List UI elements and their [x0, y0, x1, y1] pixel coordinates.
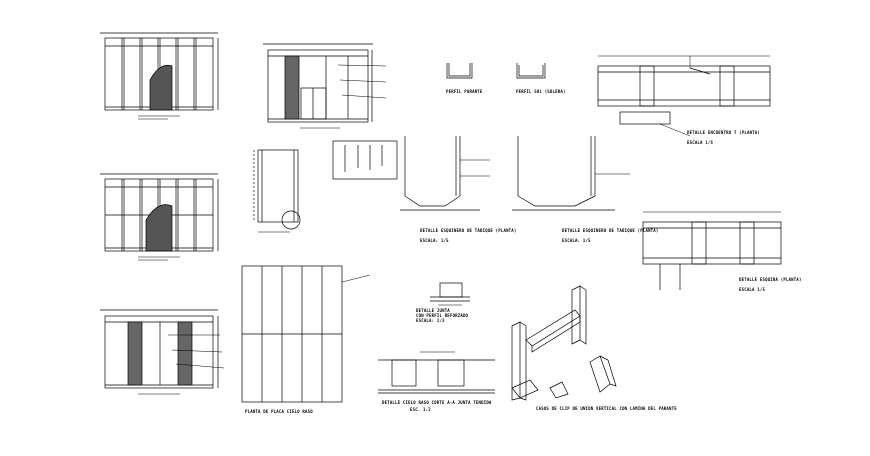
- caption-detail-left: DETALLE ESQUINERO DE TABIQUE (PLANTA): [420, 228, 517, 233]
- clip-part-b: [549, 381, 569, 399]
- screws-detail: [332, 140, 398, 180]
- caption-corner-detail: DETALLE ESQUINA (PLANTA): [739, 277, 802, 282]
- wall-section-dimensioned: [253, 149, 301, 233]
- ceiling-joint-section: [378, 351, 495, 394]
- joint-detail: [430, 282, 470, 306]
- ceiling-floor-plan: [241, 265, 371, 403]
- caption-joint-profile: CON PERFIL REFORZADO: [416, 313, 469, 318]
- caption-detail-right-scale: ESCALA: 1/5: [562, 238, 591, 243]
- wall-elevation-3: [100, 309, 225, 395]
- clip-part-a: [511, 379, 539, 399]
- caption-corner-detail-scale: ESCALA 1/5: [739, 287, 766, 292]
- wall-elevation-door: [263, 43, 387, 129]
- wall-elevation-1: [100, 32, 219, 120]
- caption-ceiling-joint: DETALLE CIELO RASO CORTE A-A JUNTA TENDI…: [382, 400, 492, 405]
- clip-part-c: [589, 355, 617, 393]
- caption-profile-track: PERFIL SOL (SOLERA): [516, 89, 566, 94]
- caption-detail-right: DETALLE ESQUINERO DE TABIQUE (PLANTA): [562, 228, 659, 233]
- wall-elevation-2: [100, 173, 219, 261]
- corner-plan-detail-top: [597, 55, 771, 137]
- caption-corner-plan: DETALLE ENCUENTRO T (PLANTA): [687, 130, 761, 135]
- caption-joint-detail: DETALLE JUNTA: [416, 308, 450, 313]
- profile-track: [516, 63, 546, 79]
- caption-detail-left-scale: ESCALA: 1/5: [420, 238, 449, 243]
- section-wall-base-right: [512, 136, 630, 211]
- caption-ceiling-joint-scale: ESC. 1:2: [410, 407, 431, 412]
- caption-corner-plan-scale: ESCALA 1/5: [687, 140, 714, 145]
- caption-floor-plan: PLANTA DE PLACA CIELO RASO: [245, 409, 313, 414]
- caption-profile-stud: PERFIL PARANTE: [446, 89, 483, 94]
- corner-plan-detail-right: [642, 211, 782, 290]
- caption-joint-scale: ESCALA: 1/2: [416, 318, 445, 323]
- profile-stud: [446, 63, 473, 79]
- caption-clip-notes: CASOS DE CLIP DE UNION VERTICAL CON LAMI…: [536, 406, 677, 411]
- section-wall-base-left: [400, 136, 490, 211]
